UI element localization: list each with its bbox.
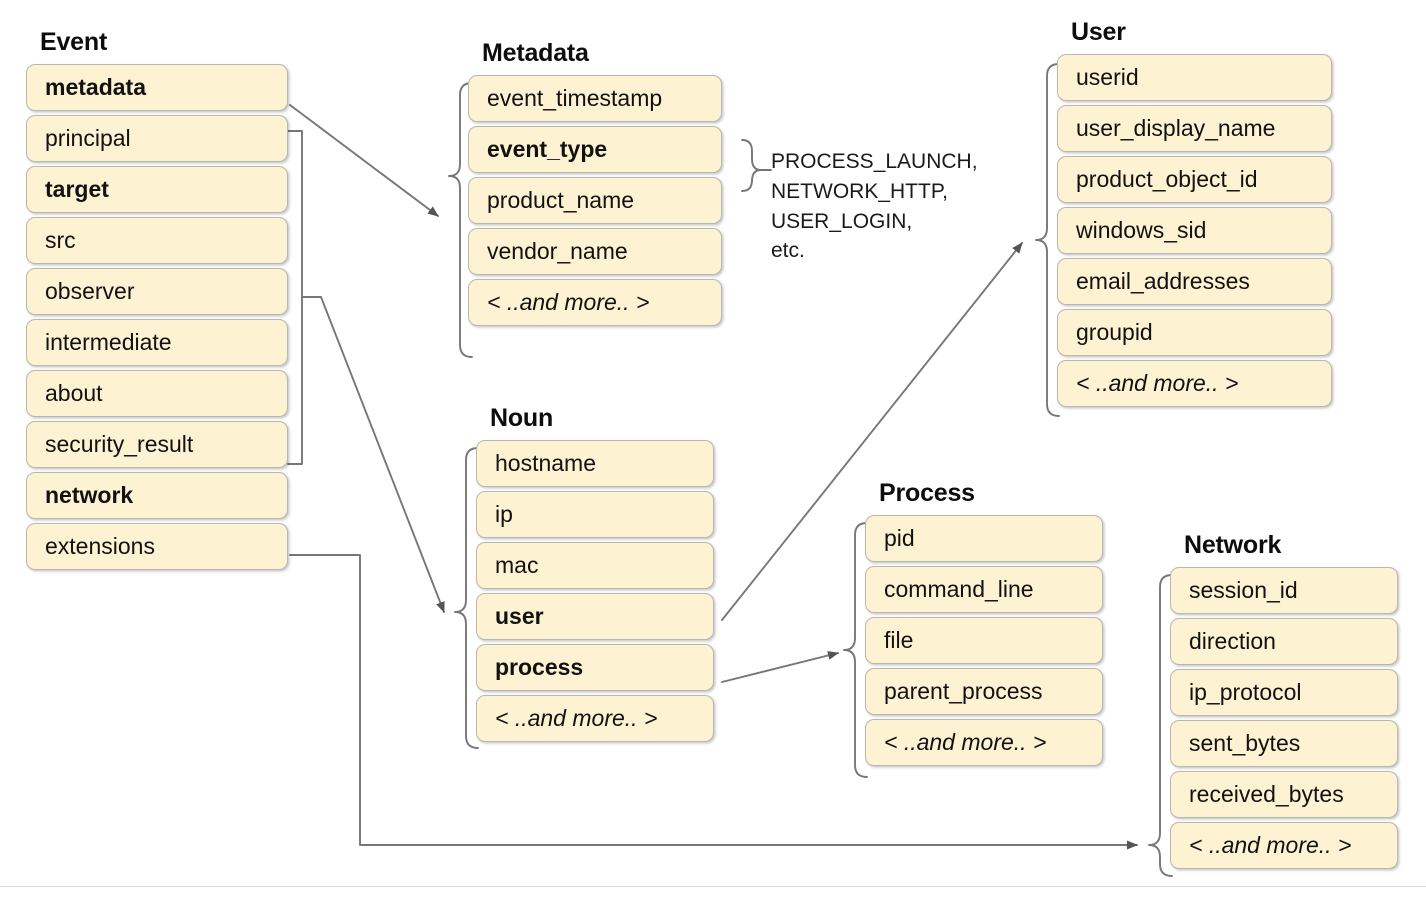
brace-user: [1035, 63, 1060, 417]
field-network-received-bytes[interactable]: received_bytes: [1170, 771, 1398, 818]
field-user-userid[interactable]: userid: [1057, 54, 1332, 101]
field-noun-mac[interactable]: mac: [476, 542, 714, 589]
field-user-email-addresses[interactable]: email_addresses: [1057, 258, 1332, 305]
group-title-metadata: Metadata: [482, 39, 589, 67]
field-process-parent-process[interactable]: parent_process: [865, 668, 1103, 715]
field-metadata-and-more[interactable]: < ..and more.. >: [468, 279, 722, 326]
field-noun-ip[interactable]: ip: [476, 491, 714, 538]
field-metadata-product-name[interactable]: product_name: [468, 177, 722, 224]
link-noun: [320, 296, 445, 613]
field-list-process: pid command_line file parent_process < .…: [865, 515, 1103, 766]
field-process-pid[interactable]: pid: [865, 515, 1103, 562]
field-process-command-line[interactable]: command_line: [865, 566, 1103, 613]
group-noun: Noun hostname ip mac user process < ..an…: [476, 406, 714, 742]
group-user: User userid user_display_name product_ob…: [1057, 20, 1332, 407]
annotation-event-type-values: PROCESS_LAUNCH, NETWORK_HTTP, USER_LOGIN…: [771, 150, 978, 263]
field-list-metadata: event_timestamp event_type product_name …: [468, 75, 722, 326]
field-process-file[interactable]: file: [865, 617, 1103, 664]
brace-event-type: [741, 139, 762, 192]
group-metadata: Metadata event_timestamp event_type prod…: [468, 41, 722, 326]
group-title-network: Network: [1184, 531, 1282, 559]
field-event-observer[interactable]: observer: [26, 268, 288, 315]
field-metadata-event-timestamp[interactable]: event_timestamp: [468, 75, 722, 122]
field-event-network[interactable]: network: [26, 472, 288, 519]
field-event-principal[interactable]: principal: [26, 115, 288, 162]
link-process: [721, 651, 839, 683]
field-user-and-more[interactable]: < ..and more.. >: [1057, 360, 1332, 407]
field-network-ip-protocol[interactable]: ip_protocol: [1170, 669, 1398, 716]
field-noun-process[interactable]: process: [476, 644, 714, 691]
field-list-network: session_id direction ip_protocol sent_by…: [1170, 567, 1398, 869]
field-network-session-id[interactable]: session_id: [1170, 567, 1398, 614]
field-event-target[interactable]: target: [26, 166, 288, 213]
field-list-user: userid user_display_name product_object_…: [1057, 54, 1332, 407]
field-user-windows-sid[interactable]: windows_sid: [1057, 207, 1332, 254]
bracket-event-nouns: [287, 130, 303, 465]
group-title-noun: Noun: [490, 404, 554, 432]
field-network-sent-bytes[interactable]: sent_bytes: [1170, 720, 1398, 767]
field-metadata-vendor-name[interactable]: vendor_name: [468, 228, 722, 275]
field-event-about[interactable]: about: [26, 370, 288, 417]
field-event-security-result[interactable]: security_result: [26, 421, 288, 468]
field-event-metadata[interactable]: metadata: [26, 64, 288, 111]
field-list-noun: hostname ip mac user process < ..and mor…: [476, 440, 714, 742]
field-noun-and-more[interactable]: < ..and more.. >: [476, 695, 714, 742]
field-event-src[interactable]: src: [26, 217, 288, 264]
field-noun-hostname[interactable]: hostname: [476, 440, 714, 487]
group-title-event: Event: [40, 28, 108, 56]
brace-network: [1148, 574, 1173, 877]
field-process-and-more[interactable]: < ..and more.. >: [865, 719, 1103, 766]
group-title-user: User: [1071, 18, 1126, 46]
group-network: Network session_id direction ip_protocol…: [1170, 533, 1398, 869]
group-event: Event metadata principal target src obse…: [26, 30, 288, 570]
field-user-product-object-id[interactable]: product_object_id: [1057, 156, 1332, 203]
field-network-and-more[interactable]: < ..and more.. >: [1170, 822, 1398, 869]
group-process: Process pid command_line file parent_pro…: [865, 481, 1103, 766]
field-noun-user[interactable]: user: [476, 593, 714, 640]
field-event-extensions[interactable]: extensions: [26, 523, 288, 570]
brace-noun: [454, 447, 479, 749]
field-user-groupid[interactable]: groupid: [1057, 309, 1332, 356]
field-user-user-display-name[interactable]: user_display_name: [1057, 105, 1332, 152]
brace-process: [843, 522, 868, 778]
link-metadata: [289, 104, 439, 217]
field-metadata-event-type[interactable]: event_type: [468, 126, 722, 173]
bottom-divider: [0, 886, 1426, 887]
field-list-event: metadata principal target src observer i…: [26, 64, 288, 570]
field-event-intermediate[interactable]: intermediate: [26, 319, 288, 366]
group-title-process: Process: [879, 479, 975, 507]
field-network-direction[interactable]: direction: [1170, 618, 1398, 665]
